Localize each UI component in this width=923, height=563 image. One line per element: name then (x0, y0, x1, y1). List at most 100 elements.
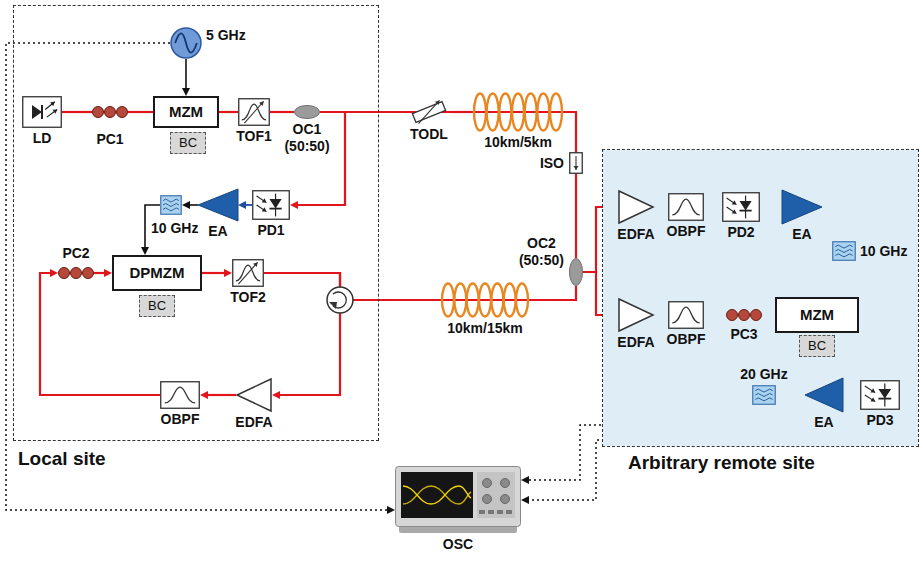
symbol-frame (239, 99, 270, 126)
arrow-line (865, 395, 875, 402)
arrow-line (244, 101, 263, 123)
bias-control-box: BC (170, 132, 206, 154)
scope-button (479, 510, 485, 514)
electrical-filter-symbol (832, 241, 856, 261)
filter-wave (163, 199, 179, 202)
arrow-line (727, 207, 737, 214)
polarization-controller: PC3 (726, 306, 762, 324)
amplifier-triangle (237, 379, 271, 411)
component-label: PC1 (96, 131, 123, 148)
component-label: EDFA (617, 334, 654, 351)
optical-fiber-link (40, 273, 160, 395)
modulator-box: MZM (153, 96, 219, 128)
sine-wave (175, 33, 197, 52)
site-region: Local site5 GHzLDPC1MZMBCTOF1OC1 (50:50)… (14, 6, 378, 440)
optical-filter: OBPF (668, 193, 704, 221)
component-label: PD1 (257, 222, 284, 239)
component-label: ISO (540, 155, 564, 172)
region-title: Local site (18, 448, 106, 471)
fiber-coil (550, 94, 562, 131)
optical-amplifier: EDFA (236, 378, 272, 412)
optical-amplifier: EDFA (618, 190, 654, 224)
arrow-tip (870, 388, 875, 392)
amplifier-triangle (619, 299, 653, 331)
electrical-amplifier-symbol (805, 378, 843, 412)
optical-filter-symbol (668, 301, 704, 329)
fiber-coil (442, 284, 454, 317)
optical-coupler-symbol (569, 258, 583, 286)
circulator-symbol (327, 287, 353, 313)
tunable-filter-symbol (232, 259, 264, 287)
optical-filter-symbol (668, 193, 704, 221)
filter-wave (755, 398, 772, 401)
optical-fiber-link (575, 174, 577, 258)
optical-amplifier: EDFA (618, 298, 654, 332)
polarization-controller-symbol (726, 306, 762, 324)
electrical-amplifier-symbol (198, 189, 238, 221)
photodetector-symbol (252, 190, 290, 220)
scope-trace (403, 486, 471, 504)
laser-diode-symbol (22, 96, 62, 128)
optical-fiber-link (94, 272, 108, 274)
polarization-controller: PC1 (92, 103, 128, 121)
filter-body (833, 242, 856, 261)
fiber-coil (487, 94, 499, 131)
box-label: BC (148, 298, 166, 314)
arrow-line (238, 262, 257, 284)
site-region: Arbitrary remote siteEDFAOBPFPD2EA10 GHz… (603, 150, 918, 446)
arrow-line (47, 109, 57, 117)
scope-panel (477, 472, 515, 518)
signal-source-symbol (170, 27, 202, 59)
component-label: 20 GHz (740, 366, 787, 383)
fiber-spool-symbol (472, 92, 564, 132)
electrical-link (242, 204, 252, 206)
symbol-frame (669, 194, 704, 221)
arrow-tip (574, 166, 579, 170)
electrical-filter: 10 GHz (160, 195, 182, 215)
diode-bar (269, 208, 281, 210)
scope-knob (483, 495, 492, 504)
component-label: TOF1 (236, 128, 272, 145)
arrow-tip (259, 101, 264, 106)
arrow-tip (732, 209, 737, 213)
amplifier-triangle (805, 378, 843, 412)
fiber-coil (512, 94, 524, 131)
arrow-line (419, 100, 440, 123)
diode-triangle (269, 199, 281, 209)
delay-line: TODL (408, 100, 450, 124)
component-label: 5 GHz (206, 27, 246, 44)
photodetector: PD3 (860, 380, 900, 410)
scope-button (506, 510, 512, 514)
optical-fiber-link (128, 111, 153, 113)
optical-fiber-link (530, 286, 576, 300)
electrical-filter-symbol (160, 195, 182, 215)
scope-knob (501, 495, 510, 504)
filter-wave (835, 250, 852, 253)
fiber-coil (491, 284, 503, 317)
component-label: EA (208, 223, 227, 240)
optical-fiber-link (450, 111, 472, 113)
controller-paddle (739, 310, 750, 321)
arrow-tip (50, 102, 55, 106)
scope-knob (483, 479, 492, 488)
electrical-amplifier: EA (782, 190, 822, 224)
scope-button (488, 510, 494, 514)
symbol-frame (669, 302, 704, 329)
signal-source: 5 GHz (170, 27, 202, 59)
symbol-frame (23, 97, 62, 128)
optical-fiber-link (204, 394, 236, 396)
electrical-amplifier-symbol (782, 190, 822, 224)
electrical-link (186, 204, 198, 206)
fiber-coil (467, 284, 479, 317)
optical-amplifier-symbol (236, 378, 272, 412)
optical-coupler: OC2 (50:50) (569, 258, 583, 286)
optical-amplifier-symbol (618, 298, 654, 332)
coupler-body (570, 259, 583, 286)
component-label: EDFA (235, 414, 272, 431)
circulator-arrow-head (329, 302, 337, 309)
component-label: 10km/5km (484, 134, 552, 151)
fiber-spool: 10km/15km (440, 282, 530, 318)
isolator-symbol (569, 152, 583, 174)
photodetector: PD2 (722, 192, 760, 222)
region-title: Arbitrary remote site (628, 452, 815, 475)
